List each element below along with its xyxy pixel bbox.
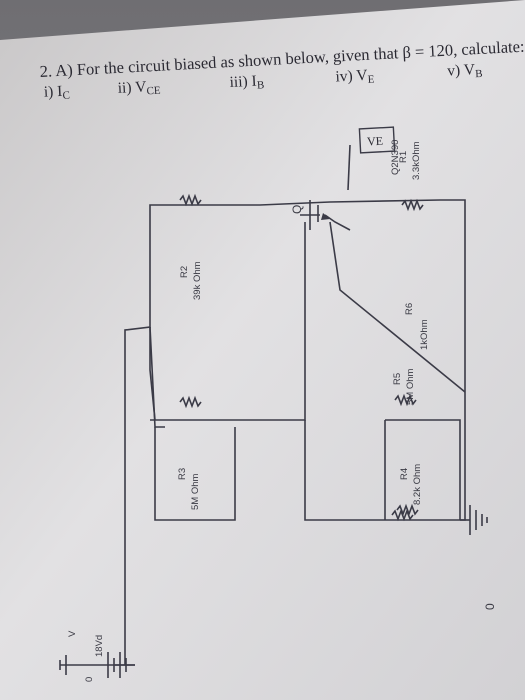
component-labels: R2 39k Ohm R3 5M Ohm R1 3.3kOhm Q2N390 R… [67,140,430,682]
ground-label: 0 [483,603,497,610]
r2-name: R2 [179,266,190,278]
resistors [179,193,424,522]
transistor-emitter-arrow [321,213,330,220]
source-ground: 0 [84,677,95,682]
r3-value: 5M Ohm [190,473,201,510]
source-value: 18Vd [94,635,105,657]
r5-value: 5M Ohm [405,368,416,405]
wire-r3-box [154,427,236,521]
transistor-q [300,200,330,230]
wire-emitter-leg [329,221,466,393]
item-vb: v) VB [447,61,483,82]
item-ib: iii) IB [229,72,264,93]
ground-symbol [469,505,488,535]
r3-name: R3 [177,468,188,480]
ve-probe-box [358,126,396,154]
wire-r2r3-link [149,327,156,421]
resistor-r6-symbol [394,393,417,407]
resistor-r2-symbol [179,193,202,207]
r6-name: R6 [404,303,415,315]
wire-ve-probe [347,144,351,191]
problem-items: i) IC ii) VCE iii) IB iv) VE v) VB [43,61,483,102]
r6-value: 1kOhm [419,319,430,350]
resistor-r4-symbol [396,503,419,517]
r1-value: 3.3kOhm [411,141,422,180]
resistor-r5-symbol [391,508,414,522]
item-ve: iv) VE [335,66,375,87]
q-name: Q [290,205,304,214]
q-model: Q2N390 [390,140,401,175]
item-vce: ii) VCE [117,78,161,99]
r2-value: 39k Ohm [192,261,203,300]
source-polarity: V [67,630,78,637]
wire-emitter [324,214,351,231]
r1-name: R1 [398,151,409,163]
source-symbol [59,652,135,678]
wire-top-rail [124,199,466,665]
r5-name: R5 [392,373,403,385]
wires [115,144,470,666]
resistor-r3-symbol [179,395,202,409]
r4-value: 8.2k Ohm [412,464,423,505]
wire-r4r5-box [385,419,461,520]
item-ic: i) IC [43,82,70,102]
ve-probe-label: VE [367,134,384,149]
r4-name: R4 [399,468,410,480]
resistor-r1-symbol [401,198,424,212]
